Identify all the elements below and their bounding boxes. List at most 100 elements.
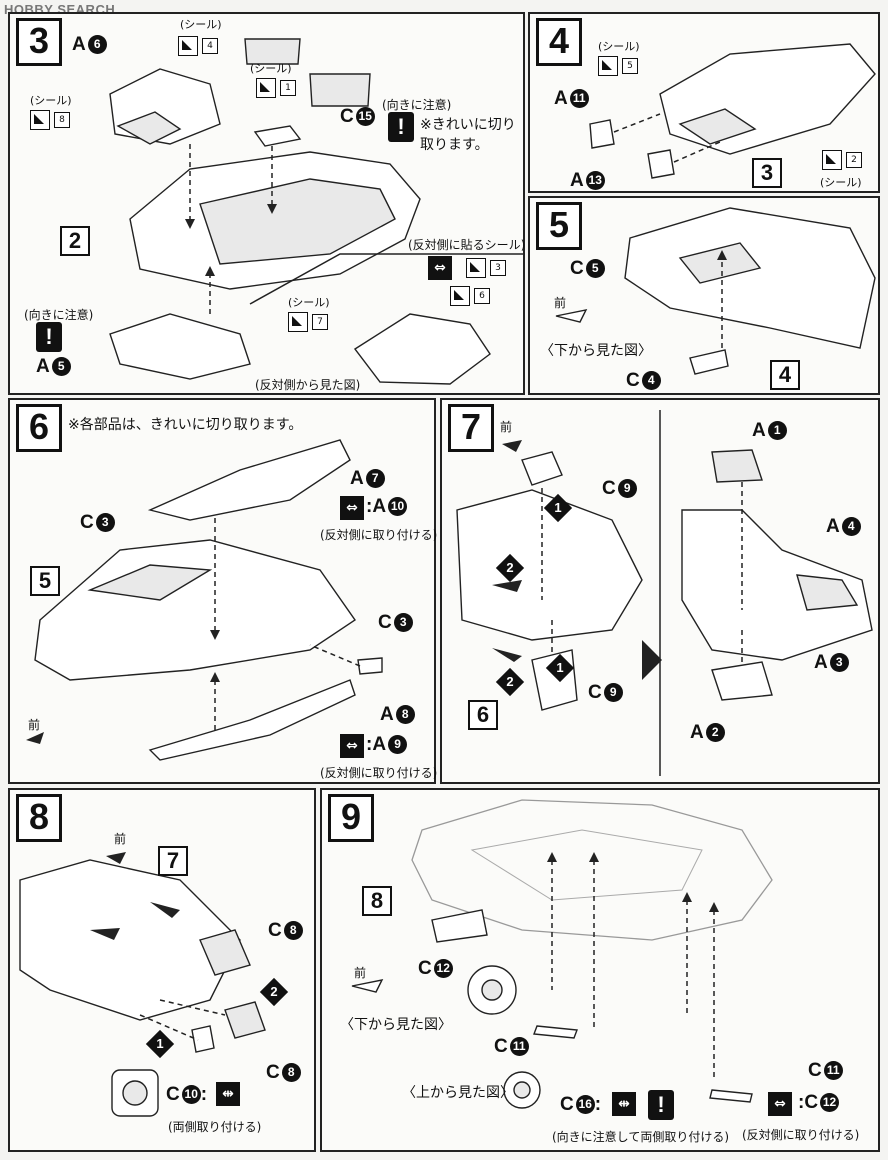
seal-label: (シール)	[598, 40, 640, 53]
step-number: 8	[16, 794, 62, 842]
order-marker: 2	[495, 667, 525, 697]
caution-icon: !	[388, 112, 414, 142]
orientation-note: (向きに注意)	[24, 308, 94, 322]
arrow-head	[267, 204, 277, 214]
landing-skid-c12	[431, 909, 488, 943]
caution-icon: !	[648, 1090, 674, 1120]
move-arrow	[492, 580, 522, 592]
nozzle-c8-upper	[199, 929, 251, 976]
hull-detail	[678, 242, 762, 284]
step-number: 3	[16, 18, 62, 66]
part-a11	[589, 119, 615, 149]
part-a4	[796, 574, 859, 611]
front-arrow	[106, 852, 126, 864]
front-arrow	[502, 440, 522, 452]
order-marker: 2	[495, 553, 525, 583]
fin-c9-top	[521, 451, 563, 486]
divider-line	[249, 253, 525, 305]
step-7-illustration	[456, 410, 873, 776]
detail-foot-top	[513, 1081, 531, 1099]
view-from-opposite-note: (反対側から見た図)	[255, 378, 361, 392]
front-indicator: 前	[500, 420, 513, 434]
seal-icon	[822, 150, 842, 170]
front-indicator: 前	[554, 296, 567, 310]
both-sides-note: (両側取り付ける)	[168, 1120, 262, 1134]
hull-part	[659, 43, 876, 155]
seal-icon	[30, 110, 50, 130]
part-c10	[191, 1025, 215, 1053]
hull-detail-faint	[470, 829, 703, 901]
seal-icon	[450, 286, 470, 306]
front-indicator: 前	[114, 832, 127, 846]
flip-side-icon: ⇔	[340, 496, 364, 520]
order-marker: 2	[259, 977, 289, 1007]
step-number: 4	[536, 18, 582, 66]
seal-label: (シール)	[250, 62, 292, 75]
order-marker: 1	[543, 493, 573, 523]
seal-4-shape	[244, 38, 301, 65]
hull-deck	[199, 178, 396, 265]
front-arrow	[26, 732, 44, 744]
flip-side-icon: ⇔	[340, 734, 364, 758]
flip-side-icon: ⇔	[768, 1092, 792, 1116]
seal-number-tag: 4	[202, 38, 218, 54]
seal-label: (シール)	[820, 176, 862, 189]
sub-assembly-box-2: 2	[60, 226, 90, 256]
seal-label: (シール)	[180, 18, 222, 31]
part-c4	[689, 349, 729, 375]
nozzle-c8-lower	[224, 1001, 266, 1039]
clean-cut-note: ※各部品は、きれいに切り取ります。	[68, 417, 303, 433]
cockpit-window	[116, 111, 182, 145]
cockpit-window	[678, 108, 757, 145]
sub-assembly-box-7: 7	[158, 846, 188, 876]
opposite-attach-note: (反対側に取り付ける)	[742, 1128, 860, 1142]
guide-line	[309, 644, 361, 667]
sub-assembly-box-6: 6	[468, 700, 498, 730]
step-6-illustration	[26, 439, 383, 761]
sub-assembly-box-5: 5	[30, 566, 60, 596]
side-view-part	[353, 313, 491, 385]
seal-number-tag: 1	[280, 80, 296, 96]
seal-number-tag: 7	[312, 314, 328, 330]
part-a13	[647, 149, 675, 179]
sub-assembly-box-3: 3	[752, 158, 782, 188]
seal-number-tag: 5	[622, 58, 638, 74]
arrow-head	[210, 672, 220, 682]
hull-underside-faint	[411, 799, 773, 941]
seal-number-tag: 3	[490, 260, 506, 276]
part-c3	[357, 657, 383, 675]
step-8-illustration	[19, 852, 266, 1117]
part-a2	[711, 661, 773, 701]
sub-assembly-box-4: 4	[770, 360, 800, 390]
clean-cut-note: ※きれいに切り取ります。	[420, 117, 516, 153]
hull-part	[34, 539, 356, 681]
part-a1	[711, 449, 763, 483]
detail-foot	[481, 979, 503, 1001]
step-number: 9	[328, 794, 374, 842]
move-arrow	[90, 928, 120, 940]
seal-number-tag: 6	[474, 288, 490, 304]
step-9-illustration	[351, 799, 773, 1109]
seal-number-tag: 8	[54, 112, 70, 128]
next-arrow	[642, 640, 662, 680]
bottom-view-note: 〈下から見た図〉	[340, 1017, 452, 1033]
arrow-head	[205, 266, 215, 276]
